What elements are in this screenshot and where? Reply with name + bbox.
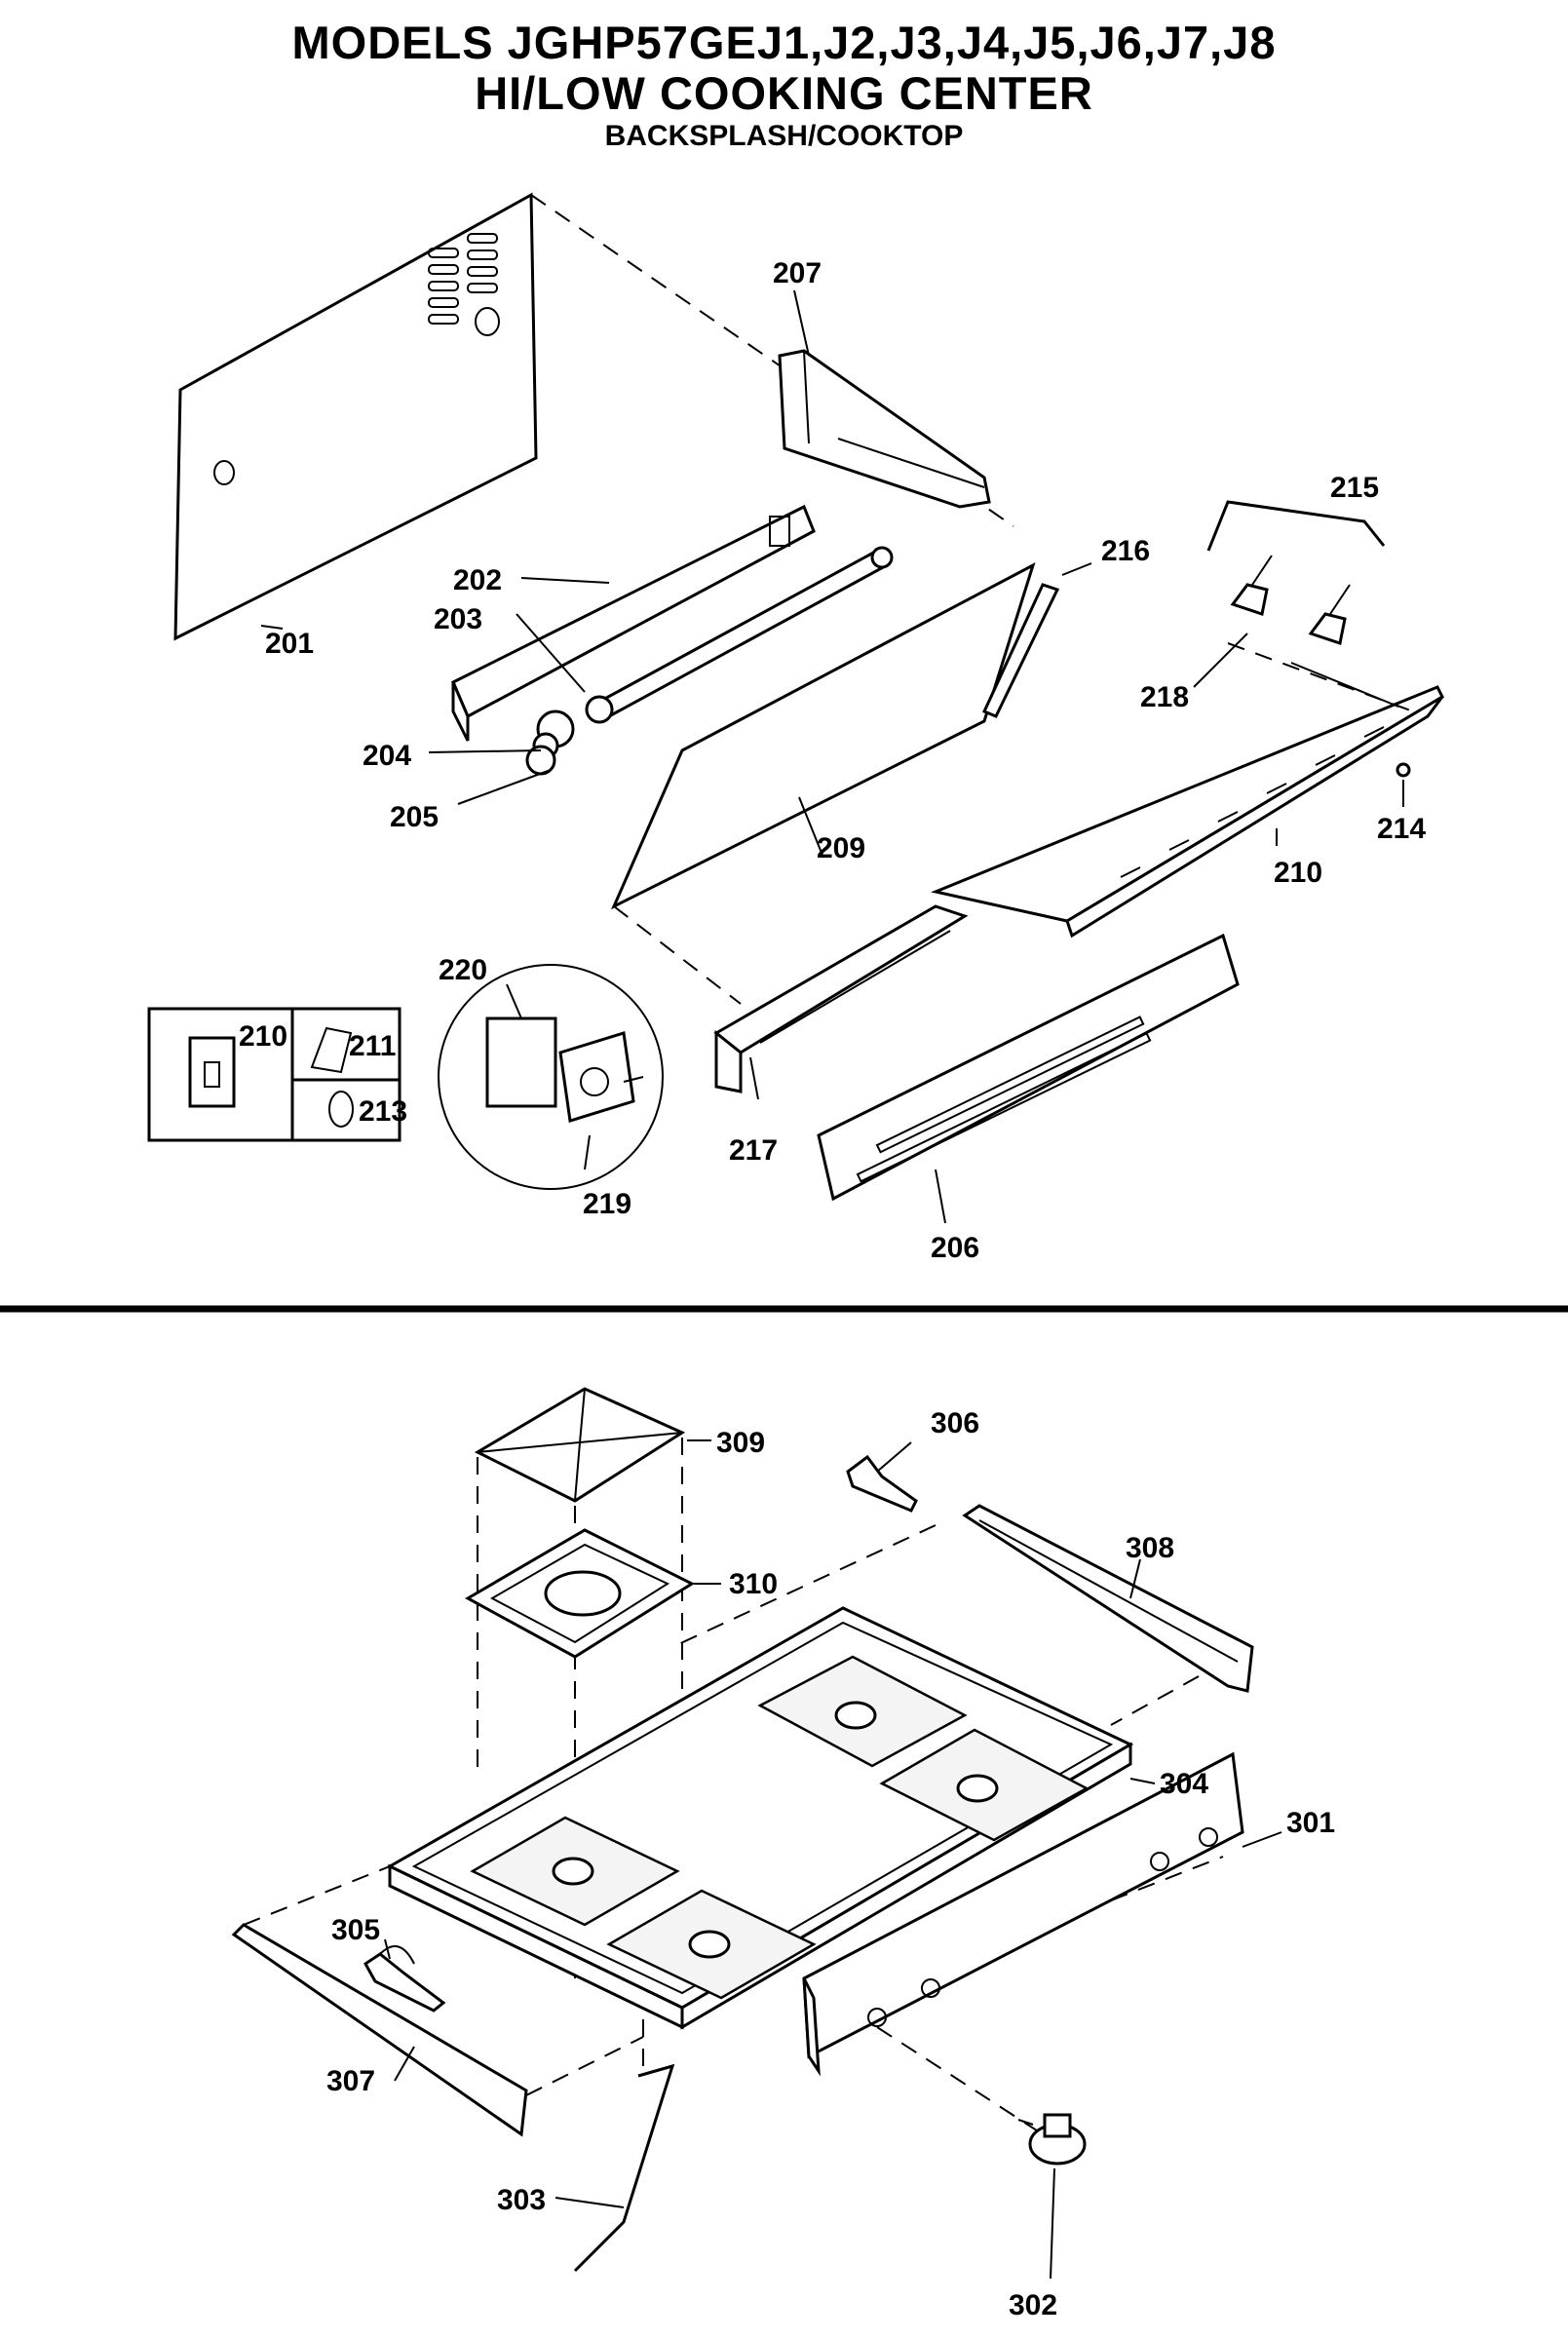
label-214: 214 (1377, 813, 1426, 845)
label-209: 209 (817, 832, 865, 864)
channel-202 (451, 504, 816, 742)
title-block: MODELS JGHP57GEJ1,J2,J3,J4,J5,J6,J7,J8 H… (0, 18, 1568, 154)
inset-box-210-211-213 (147, 1007, 402, 1142)
label-215: 215 (1330, 472, 1379, 504)
leader-lines (260, 289, 1404, 2280)
bracket-207 (778, 349, 991, 509)
label-219: 219 (583, 1188, 631, 1220)
tube-203 (585, 546, 894, 724)
label-310: 310 (729, 1568, 778, 1600)
label-210-inset: 210 (239, 1020, 287, 1053)
label-303: 303 (497, 2184, 546, 2216)
switches-215 (1206, 500, 1399, 708)
cooktop-304 (386, 1606, 1134, 2030)
models-title: MODELS JGHP57GEJ1,J2,J3,J4,J5,J6,J7,J8 (291, 17, 1277, 68)
label-218: 218 (1140, 681, 1189, 713)
socket-204-205 (525, 709, 575, 776)
label-304: 304 (1160, 1768, 1208, 1800)
clip-306 (671, 1454, 937, 1648)
grate-309 (474, 1387, 686, 1503)
screw-214 (1396, 762, 1411, 778)
label-213: 213 (359, 1095, 407, 1128)
section-subtitle: BACKSPLASH/COOKTOP (604, 120, 964, 152)
label-217: 217 (729, 1134, 778, 1167)
label-206: 206 (931, 1232, 979, 1264)
vent-strip-206 (817, 933, 1240, 1202)
label-207: 207 (773, 257, 822, 289)
label-302: 302 (1009, 2289, 1057, 2321)
part-labels: 201 202 203 204 205 207 209 210 214 215 … (239, 257, 1426, 2321)
label-205: 205 (390, 801, 439, 833)
label-306: 306 (931, 1407, 979, 1439)
trim-bar-308 (962, 1504, 1254, 1726)
trim-216 (981, 583, 1060, 718)
rail-217 (713, 904, 969, 1093)
knob-302 (1017, 2113, 1087, 2166)
label-202: 202 (453, 564, 502, 596)
label-216: 216 (1101, 535, 1150, 567)
detail-circle-219-220 (438, 964, 664, 1190)
label-308: 308 (1126, 1532, 1174, 1564)
glass-panel-209 (610, 561, 1036, 1005)
label-201: 201 (265, 628, 314, 660)
drip-pan-310 (464, 1528, 696, 1659)
back-panel-201 (173, 192, 1014, 641)
product-title: HI/LOW COOKING CENTER (475, 67, 1093, 119)
wire-303 (573, 2017, 675, 2273)
control-panel-210 (930, 642, 1444, 939)
control-panel-301 (802, 1751, 1244, 2135)
label-211: 211 (349, 1030, 396, 1062)
label-307: 307 (326, 2065, 375, 2097)
clip-305 (363, 1945, 446, 2013)
side-trim-307 (231, 1865, 644, 2137)
label-305: 305 (331, 1914, 380, 1946)
label-204: 204 (363, 740, 411, 772)
label-220: 220 (439, 954, 487, 986)
label-203: 203 (434, 603, 482, 635)
label-309: 309 (716, 1427, 765, 1459)
label-210: 210 (1274, 857, 1322, 889)
label-301: 301 (1286, 1807, 1335, 1839)
